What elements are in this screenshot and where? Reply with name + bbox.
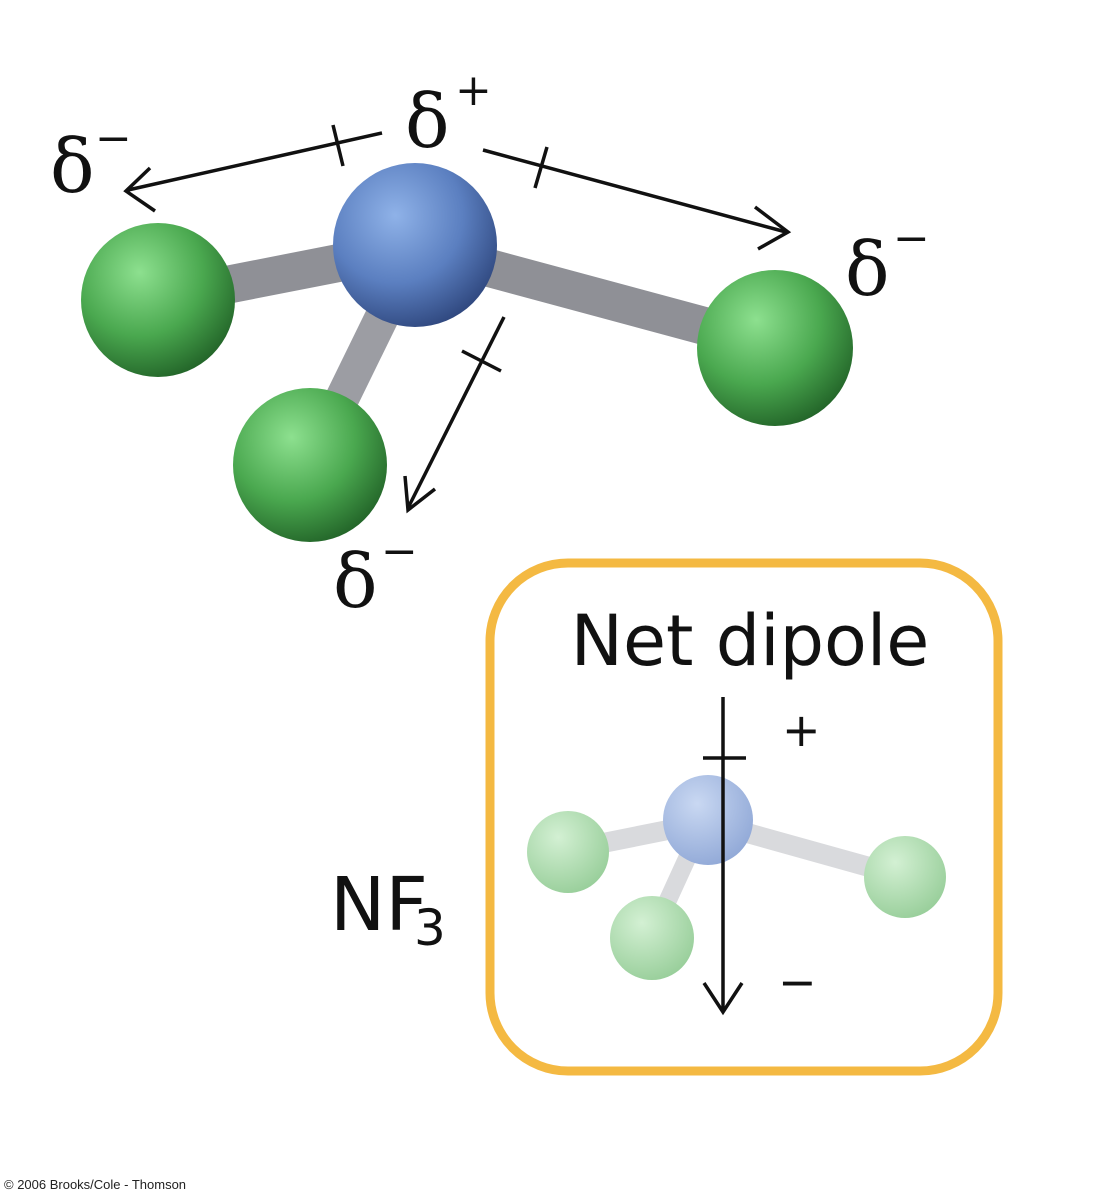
small-fluorine-atom-right [864, 836, 946, 918]
copyright-notice: © 2006 Brooks/Cole - Thomson [4, 1177, 186, 1192]
minus-sign: − [95, 113, 132, 164]
net-dipole-arrow [702, 697, 746, 1016]
bond-dipole-arrow-left [123, 124, 383, 213]
molecular-formula: NF 3 [330, 862, 446, 957]
minus-sign: − [381, 526, 418, 577]
formula-main: NF [330, 862, 428, 948]
delta-symbol: δ [845, 227, 890, 313]
net-dipole-minus-sign: − [778, 955, 817, 1009]
nitrogen-atom [333, 163, 497, 327]
small-molecule [527, 775, 946, 980]
net-dipole-plus-sign: + [782, 703, 821, 757]
small-fluorine-atom-left [527, 811, 609, 893]
fluorine-atom-front [233, 388, 387, 542]
delta-symbol: δ [333, 539, 378, 625]
small-nitrogen-atom [663, 775, 753, 865]
partial-charge-bottom: δ − [333, 526, 418, 625]
partial-charge-top: δ + [405, 65, 492, 165]
small-fluorine-atom-front [610, 896, 694, 980]
fluorine-atom-left [81, 223, 235, 377]
formula-subscript: 3 [414, 899, 446, 957]
partial-charge-left: δ − [50, 113, 132, 210]
bond-dipole-arrow-right [482, 146, 792, 251]
fluorine-atom-right [697, 270, 853, 426]
delta-symbol: δ [50, 124, 95, 210]
partial-charge-right: δ − [845, 213, 930, 313]
net-dipole-title: Net dipole [571, 600, 930, 682]
minus-sign: − [893, 213, 930, 264]
delta-symbol: δ [405, 79, 450, 165]
bond-dipole-arrow-front [403, 316, 506, 514]
plus-sign: + [455, 65, 492, 116]
large-molecule [81, 163, 853, 542]
